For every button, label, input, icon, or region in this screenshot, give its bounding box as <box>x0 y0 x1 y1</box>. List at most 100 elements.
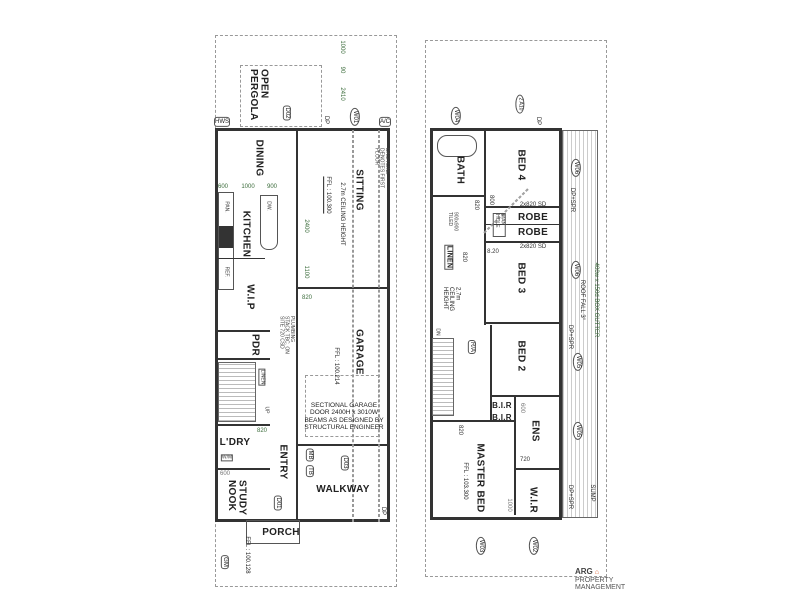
box-gutter-note: 400w x 150d BOX GUTTER <box>593 262 600 338</box>
room-label-walkway: WALKWAY <box>316 483 370 495</box>
kitchen-island <box>260 195 278 250</box>
linen-label-ff: LINEN <box>444 244 454 270</box>
section-marker: 2 A10 <box>515 94 525 114</box>
dishwasher-label: DW. <box>265 201 272 211</box>
room-label-bed2: BED 2 <box>515 340 527 372</box>
wall-master-top <box>430 420 515 422</box>
washing-machine-label: W/M <box>220 454 234 462</box>
wall-bed3-bed2 <box>486 322 562 324</box>
man-hole-label: MAN HOLE <box>492 213 506 237</box>
bathtub <box>437 135 477 157</box>
return-air-tag: R/A <box>467 339 477 355</box>
room-label-wip: W.I.P <box>244 284 256 310</box>
window-tag-w03: W03 <box>475 536 487 556</box>
room-label-bed3: BED 3 <box>515 262 527 294</box>
staircase <box>218 362 256 422</box>
tiled-shower-label: 900x900 TILED <box>447 212 459 232</box>
window-tag-w05-b: W05 <box>572 421 584 441</box>
room-label-dining: DINING <box>253 139 265 177</box>
cooktop <box>219 226 233 248</box>
logo-mark-icon: ⌂ <box>594 569 599 576</box>
window-tag-w01: W01 <box>349 107 361 127</box>
dimension-820-laundry: 820 <box>256 427 268 434</box>
dimension-720: 720 <box>519 456 531 463</box>
ffl-master: FFL : 103.300 <box>462 462 469 500</box>
room-label-porch: PORCH <box>262 526 300 538</box>
sliding-door-bottom: 2x820 SD <box>519 243 547 250</box>
window-tag-w05-a: W05 <box>572 352 584 372</box>
room-label-robe-2: ROBE <box>517 226 549 238</box>
company-logo: ARG ⌂ PROPERTY MANAGEMENT <box>575 567 626 592</box>
first-floor-dash-line <box>378 130 380 522</box>
wall-pdr <box>215 330 270 332</box>
wall-bed2-bir <box>490 395 562 397</box>
dimension-820: 820 <box>301 294 313 301</box>
room-label-robe-1: ROBE <box>517 211 549 223</box>
room-label-bath: BATH <box>454 155 466 185</box>
wall-wip <box>215 258 265 259</box>
staircase-first-floor <box>432 338 454 416</box>
room-label-wir: W.I.R <box>527 487 539 513</box>
dimension-900: 900 <box>266 183 278 190</box>
wall-bed2-corridor <box>490 325 492 420</box>
meter-box-tag: MB <box>305 448 315 462</box>
window-tag-w06-a: W06 <box>570 158 582 178</box>
garage-door-outline <box>305 375 379 437</box>
dimension-1000-wir: 1000 <box>506 498 513 512</box>
room-label-bir-2: B.I.R <box>492 412 512 422</box>
pantry-label: PAN. <box>223 201 230 213</box>
wall-garage-walkway <box>296 444 390 446</box>
room-label-bed4: BED 4 <box>515 149 527 181</box>
gas-meter-tag: GM <box>220 555 230 569</box>
window-tag-w06-b: W06 <box>570 260 582 280</box>
door-tag-d01: D01 <box>273 495 283 511</box>
room-label-entry: ENTRY <box>277 444 289 480</box>
ffl-sitting: FFL : 100.300 <box>325 176 332 214</box>
ffl-porch: FFL : 100.128 <box>244 536 251 574</box>
sliding-door-top: 2x820 SD <box>519 201 547 208</box>
dimension-600-bir: 600 <box>519 402 526 414</box>
kitchen-bench <box>218 192 234 290</box>
dimension-820-bath: 820 <box>473 199 480 211</box>
dimension-90: 90 <box>339 66 346 74</box>
sump-label: SUMP <box>589 484 596 502</box>
dimension-600: 600 <box>217 183 229 190</box>
dash-line-note: DASH LINE DENOTES FIRST FLOOR <box>373 148 390 188</box>
first-floor-dash-line-2 <box>352 130 354 522</box>
tb-tag: TB <box>305 465 315 477</box>
wall-bed4-robe <box>486 206 562 208</box>
plumbing-note: PLUMBING STACK TBC. ON SITE 720 CSD <box>278 316 295 354</box>
window-tag-w02: W02 <box>528 536 540 556</box>
dp-spr-label-2: DP+SPR <box>567 324 574 350</box>
first-floor-outer-wall <box>430 128 562 520</box>
hws-tag: HWS <box>214 116 230 128</box>
room-label-kitchen: KITCHEN <box>240 210 252 258</box>
room-label-sitting: SITTING <box>353 169 365 211</box>
dp-spr-label-1: DP+SPR <box>569 187 576 213</box>
site-boundary-first-floor <box>425 40 607 577</box>
stair-down-label: DN <box>434 328 441 336</box>
room-label-study-nook: STUDY NOOK <box>226 480 248 516</box>
dimension-800-bed4: 800 <box>488 194 495 206</box>
ceiling-height-note: 2.7m CEILING HEIGHT <box>339 182 346 246</box>
room-label-garage: GARAGE <box>353 329 365 375</box>
wall-robe-bed3 <box>486 241 562 243</box>
dimension-600-study: 600 <box>219 470 231 477</box>
dimension-1100: 1100 <box>303 265 310 279</box>
room-label-ensuite: ENS <box>529 420 541 442</box>
room-label-open-pergola: OPEN PERGOLA <box>248 69 270 121</box>
window-tag-w04: W04 <box>450 106 462 126</box>
wall-stairs <box>215 358 270 360</box>
roof-box-gutter <box>562 130 598 518</box>
dimension-2400: 2400 <box>303 219 310 233</box>
fridge-label: REF. <box>223 266 230 278</box>
ac-tag: A/C <box>378 116 392 128</box>
logo-line-2: MANAGEMENT <box>575 584 626 592</box>
logo-line-1: PROPERTY <box>575 576 614 584</box>
wall-ensuite <box>514 395 516 515</box>
room-label-laundry: L'DRY <box>219 436 251 448</box>
dimension-820-master: 820 <box>457 424 464 436</box>
dimension-820-linen: 820 <box>461 251 468 263</box>
dimension-820-bed3: 8.20 <box>487 248 499 255</box>
roof-fall-note: ROOF FALL 3° <box>579 279 586 321</box>
